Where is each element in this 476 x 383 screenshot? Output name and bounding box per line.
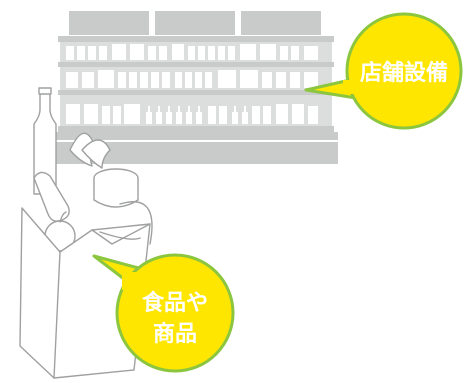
callout-label-food-line1: 食品や: [142, 290, 208, 316]
shelf-header-box: [69, 11, 149, 35]
shelf-board: [58, 36, 334, 42]
callout-food-goods: 食品や 商品: [92, 253, 235, 373]
shelf-products-row-3: [66, 104, 318, 124]
callout-bubble: [345, 12, 463, 130]
callout-label-store-equipment: 店舗設備: [360, 60, 448, 86]
bag-handle: [119, 201, 153, 245]
plastic-bottle-icon: [33, 171, 70, 222]
shelf-board: [58, 90, 334, 95]
shelf-products-row-1: [66, 44, 318, 60]
callout-store-equipment: 店舗設備: [304, 12, 463, 130]
shelf-board: [58, 62, 334, 67]
callout-label-food-line2: 商品: [153, 321, 197, 347]
shelf-board: [58, 126, 334, 132]
grocery-bag-illustration: [19, 87, 153, 379]
shelf-products-row-2: [66, 70, 318, 88]
shelf-header-box: [155, 11, 235, 35]
shelf-header-box: [241, 11, 321, 35]
shelf-base-line: [52, 140, 338, 142]
